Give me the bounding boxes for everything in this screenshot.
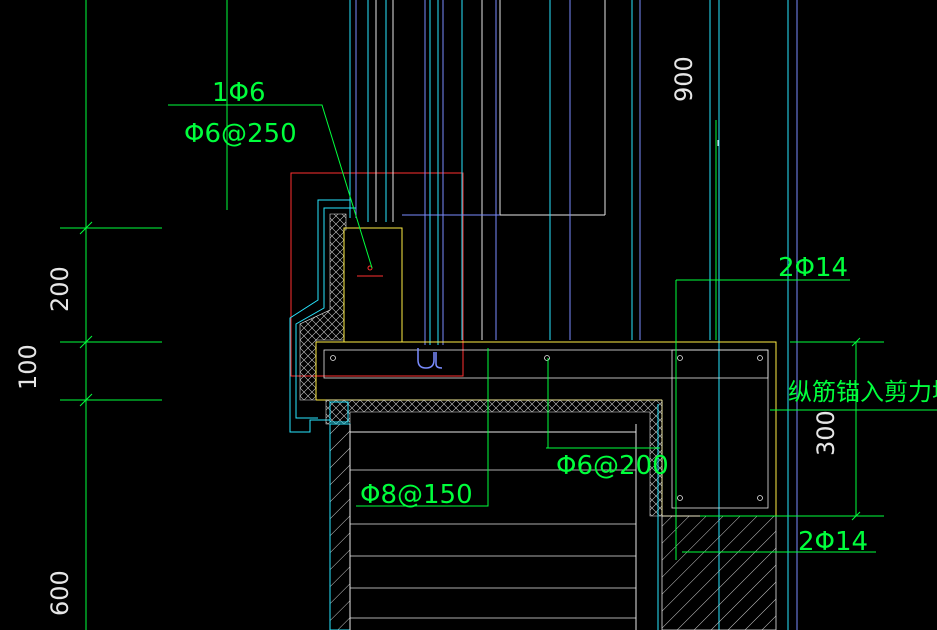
label-phi6-250: Φ6@250 bbox=[184, 119, 297, 149]
wall-vertical-lines bbox=[349, 0, 798, 630]
dimension-texts: 900 200 100 300 600 bbox=[14, 56, 840, 616]
lower-wall bbox=[329, 401, 777, 630]
label-2phi14-bottom: 2Φ14 bbox=[798, 527, 868, 557]
dim-line-900 bbox=[715, 120, 719, 340]
leader-lines bbox=[168, 104, 937, 560]
detail-frame bbox=[290, 172, 464, 377]
dim-300: 300 bbox=[812, 410, 840, 456]
label-2phi14-top: 2Φ14 bbox=[778, 253, 848, 283]
small-column bbox=[343, 227, 403, 343]
dim-900: 900 bbox=[670, 56, 698, 102]
rebar-labels: 1Φ6 Φ6@250 Φ8@150 Φ6@200 2Φ14 2Φ14 纵筋锚入剪… bbox=[184, 78, 937, 557]
label-anchor-note: 纵筋锚入剪力墙 bbox=[788, 378, 937, 406]
label-phi6-200: Φ6@200 bbox=[556, 451, 669, 481]
left-dimension-chain bbox=[60, 0, 162, 630]
label-phi8-150: Φ8@150 bbox=[360, 480, 473, 510]
upper-step-profile bbox=[289, 199, 356, 433]
dim-600: 600 bbox=[46, 570, 74, 616]
label-1phi6: 1Φ6 bbox=[212, 78, 266, 108]
insulation-hatch-top bbox=[299, 213, 347, 401]
dim-100: 100 bbox=[14, 344, 42, 390]
slab-rebar-dots bbox=[330, 355, 763, 501]
slab-rebar-outline bbox=[323, 349, 769, 509]
drip-clip bbox=[417, 348, 443, 369]
dim-200: 200 bbox=[46, 266, 74, 312]
